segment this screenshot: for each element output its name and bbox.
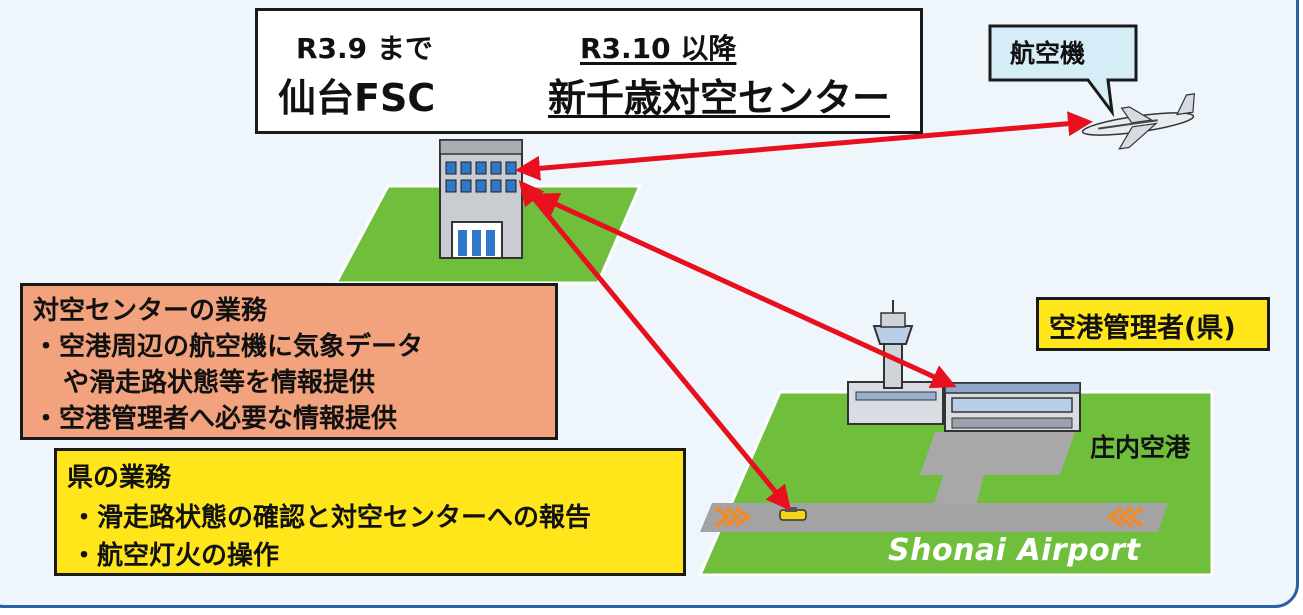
- prefecture-duty-item: ・航空灯火の操作: [71, 541, 280, 571]
- arrow-center-terminal: [533, 192, 957, 389]
- airport-admin-label: 空港管理者(県): [1036, 297, 1270, 351]
- after-period-label: R3.10 以降: [580, 32, 737, 65]
- office-building-icon: [439, 139, 523, 259]
- runway: [700, 503, 1168, 532]
- center-duties-box: 対空センターの業務 ・空港周辺の航空機に気象データ や滑走路状態等を情報提供 ・…: [20, 283, 558, 440]
- arrow-center-runway-car: [518, 180, 792, 511]
- center-duties-heading: 対空センターの業務: [33, 296, 268, 326]
- before-office-label: 仙台FSC: [278, 76, 436, 120]
- aircraft-icon: [1081, 93, 1196, 150]
- airport-name-en: Shonai Airport: [888, 533, 1141, 568]
- after-office-label: 新千歳対空センター: [548, 76, 891, 120]
- center-duty-item: ・空港管理者へ必要な情報提供: [33, 404, 398, 434]
- taxiway: [932, 470, 985, 510]
- aircraft-callout-bubble: [988, 24, 1138, 118]
- prefecture-duty-item: ・滑走路状態の確認と対空センターへの報告: [71, 503, 592, 533]
- center-duty-item: ・空港周辺の航空機に気象データ: [33, 332, 424, 362]
- before-period-label: R3.9 まで: [296, 32, 433, 65]
- arrow-center-aircraft: [515, 111, 1093, 181]
- control-tower-icon: [847, 300, 944, 425]
- center-duty-item: や滑走路状態等を情報提供: [63, 368, 376, 398]
- airport-name-jp: 庄内空港: [1090, 433, 1191, 462]
- apron: [920, 432, 1075, 475]
- prefecture-duties-box: 県の業務 ・滑走路状態の確認と対空センターへの報告 ・航空灯火の操作: [54, 448, 686, 576]
- runway-chevrons-right: [1106, 506, 1144, 528]
- terminal-building-icon: [944, 382, 1081, 432]
- runway-chevrons-left: [714, 506, 752, 528]
- aircraft-label: 航空機: [1010, 39, 1086, 68]
- transition-title-box: R3.9 まで 仙台FSC R3.10 以降 新千歳対空センター: [255, 8, 923, 134]
- prefecture-duties-heading: 県の業務: [67, 463, 172, 493]
